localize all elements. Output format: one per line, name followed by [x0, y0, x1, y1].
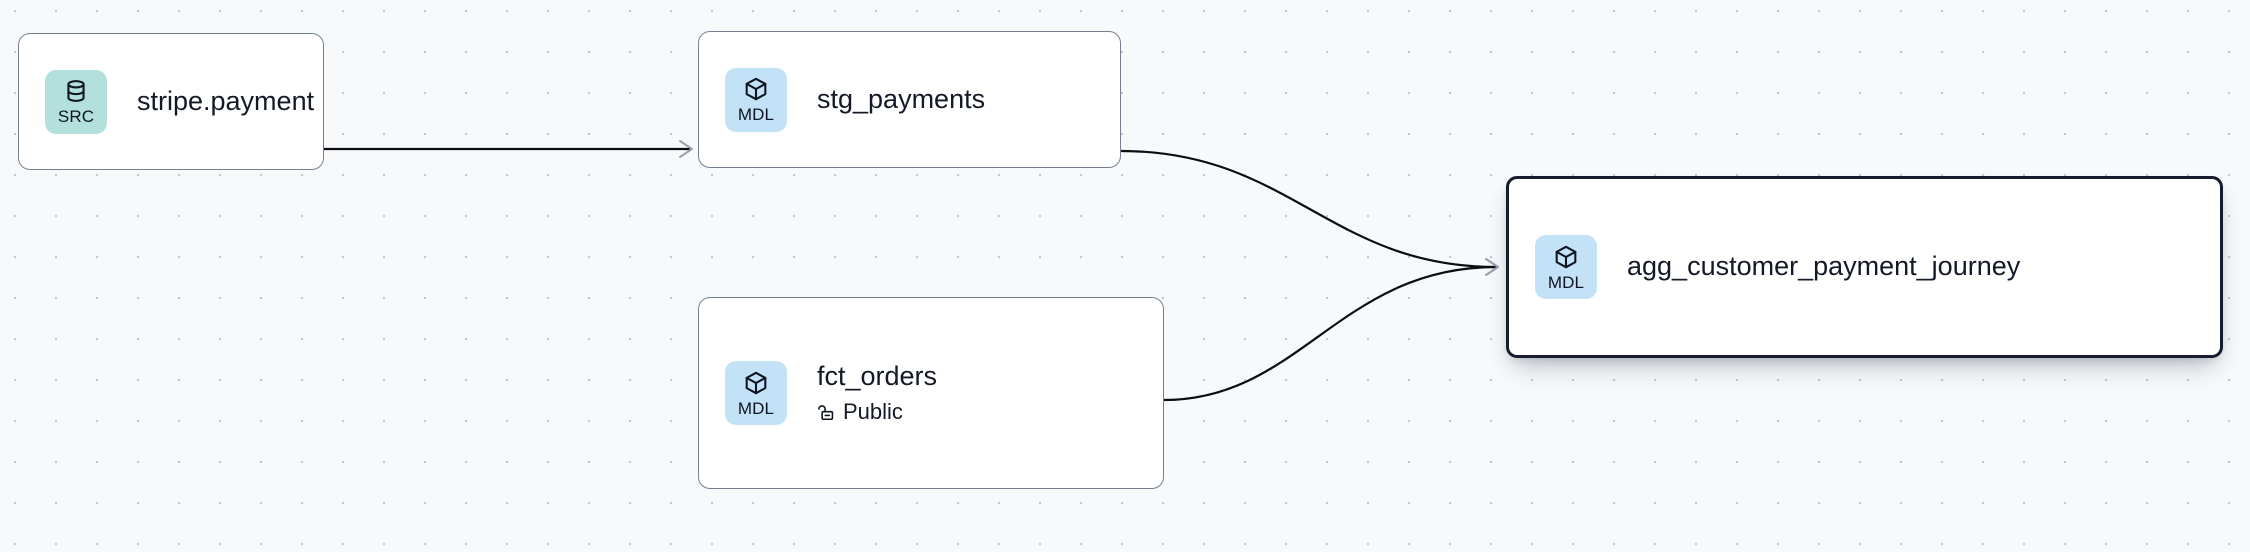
- node-body: fct_orders Public: [817, 361, 937, 425]
- unlock-icon: [817, 403, 836, 422]
- node-badge-mdl: MDL: [725, 361, 787, 425]
- cube-icon: [743, 370, 769, 396]
- node-badge-label: MDL: [1547, 272, 1585, 292]
- lineage-node-stripe-payment[interactable]: SRC stripe.payment: [18, 33, 324, 170]
- node-title: stripe.payment: [137, 85, 315, 116]
- edge-stripe-payment-to-stg-payments: [324, 140, 693, 158]
- node-visibility-label: Public: [843, 399, 903, 425]
- lineage-node-stg-payments[interactable]: MDL stg_payments: [698, 31, 1121, 168]
- database-icon: [63, 78, 89, 104]
- lineage-node-agg-customer-payment-journey[interactable]: MDL agg_customer_payment_journey: [1506, 176, 2223, 358]
- node-title: stg_payments: [817, 83, 986, 114]
- node-badge-mdl: MDL: [725, 67, 787, 132]
- node-visibility: Public: [817, 399, 937, 425]
- edge-stg-payments-to-agg-customer: [1120, 149, 1499, 276]
- node-badge-mdl: MDL: [1535, 235, 1597, 299]
- node-badge-label: MDL: [737, 398, 775, 418]
- node-title: agg_customer_payment_journey: [1627, 251, 2021, 282]
- cube-icon: [1553, 244, 1579, 270]
- node-body: agg_customer_payment_journey: [1627, 251, 2020, 282]
- node-badge-label: SRC: [57, 107, 95, 126]
- lineage-node-fct-orders[interactable]: MDL fct_orders Public: [698, 297, 1164, 489]
- node-body: stg_payments: [817, 84, 985, 115]
- edge-fct-orders-to-agg-customer: [1163, 258, 1499, 402]
- node-body: stripe.payment: [137, 85, 315, 117]
- node-title: fct_orders: [817, 360, 938, 391]
- cube-icon: [743, 76, 769, 102]
- node-badge-src: SRC: [45, 69, 107, 134]
- node-badge-label: MDL: [737, 105, 775, 124]
